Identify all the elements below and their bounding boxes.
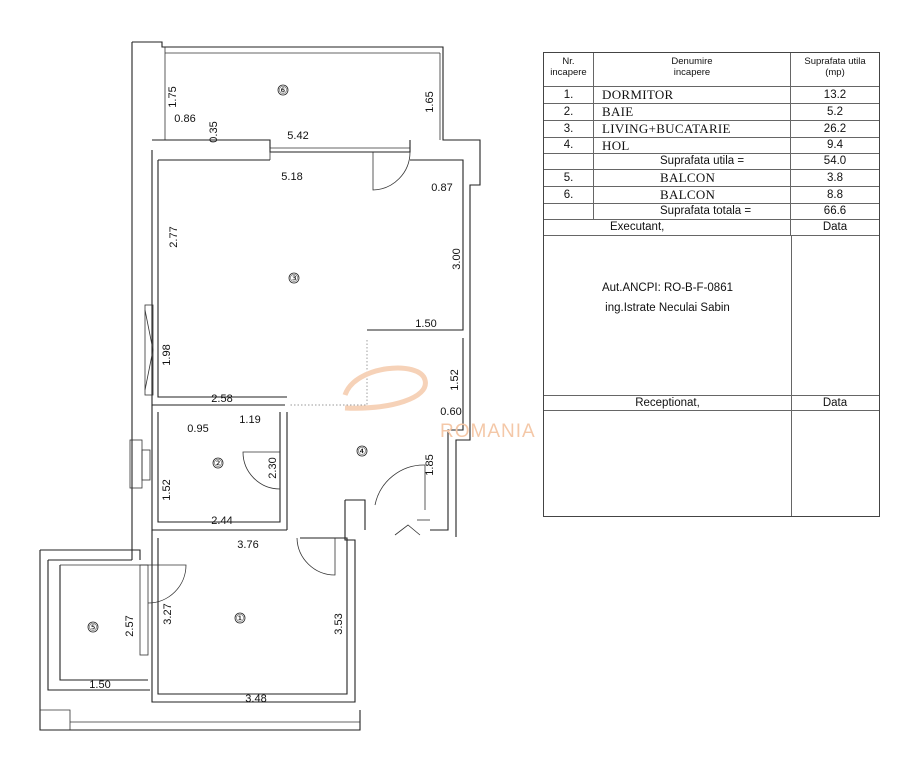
room-marker-3-label: ③ [290, 274, 299, 285]
dim-3-53: 3.53 [333, 613, 345, 634]
room-marker-5-label: ⑤ [89, 623, 98, 634]
row-name: BALCON [594, 187, 791, 203]
room-marker-6: ⑥ [277, 84, 289, 97]
dimension-labels: 1.75 1.65 0.86 0.35 5.42 5.18 0.87 2.77 … [89, 86, 463, 705]
dim-2-44: 2.44 [211, 515, 232, 527]
header-name: Denumire incapere [594, 53, 791, 86]
dim-5-18: 5.18 [281, 171, 302, 183]
dim-3-27: 3.27 [162, 603, 174, 624]
total-label: Suprafata totala = [594, 204, 791, 219]
watermark-text: ROMANIA [440, 421, 536, 442]
dim-1-98: 1.98 [161, 344, 173, 365]
room-marker-6-label: ⑥ [279, 86, 288, 97]
row-area: 9.4 [827, 139, 843, 151]
header-nr: Nr. incapere [544, 53, 594, 86]
dim-0-87: 0.87 [431, 182, 452, 194]
row-name: BALCON [594, 170, 791, 186]
room-marker-2: ② [212, 457, 224, 470]
dim-2-58: 2.58 [211, 393, 232, 405]
dim-1-52-right: 1.52 [449, 369, 461, 390]
table-row: 6. BALCON 8.8 [544, 187, 879, 204]
area-table: Nr. incapere Denumire incapere Suprafata… [543, 52, 880, 517]
table-column-divider [791, 235, 792, 516]
room-marker-4: ④ [356, 445, 368, 458]
executant-label: Executant, [544, 220, 791, 235]
row-name: BAIE [594, 104, 791, 120]
row-nr: 1. [544, 87, 594, 103]
watermark-logo [342, 365, 428, 411]
row-nr: 6. [544, 187, 594, 203]
executant-date-label: Data [822, 221, 848, 233]
receptionat-label: Receptionat, [635, 397, 700, 409]
dim-2-30: 2.30 [267, 457, 279, 478]
table-row: 4. HOL 9.4 [544, 138, 879, 154]
row-nr: 3. [544, 121, 594, 137]
dim-0-86: 0.86 [174, 113, 195, 125]
receptionat-date-label: Data [822, 397, 848, 409]
room-marker-1: ① [234, 612, 246, 625]
row-area: 3.8 [827, 172, 843, 184]
floor-plan-doors [147, 151, 426, 604]
dim-0-95: 0.95 [187, 423, 208, 435]
dim-1-75: 1.75 [167, 86, 179, 107]
table-row: 1. DORMITOR 13.2 [544, 87, 879, 104]
row-nr: 2. [544, 104, 594, 120]
dim-1-65: 1.65 [424, 91, 436, 112]
floor-plan-walls [39, 41, 481, 731]
subtotal-value: 54.0 [823, 155, 847, 167]
row-area: 26.2 [823, 123, 847, 135]
authorization-text: Aut.ANCPI: RO-B-F-0861 [601, 282, 733, 294]
dim-1-52-left: 1.52 [161, 479, 173, 500]
table-row: 3. LIVING+BUCATARIE 26.2 [544, 121, 879, 138]
table-row: 2. BAIE 5.2 [544, 104, 879, 121]
subtotal-label: Suprafata utila = [594, 154, 791, 169]
subtotal-blank [544, 154, 594, 169]
dim-1-50-top: 1.50 [415, 318, 436, 330]
dim-0-60: 0.60 [440, 406, 461, 418]
row-nr: 4. [544, 138, 594, 153]
dim-1-19: 1.19 [239, 414, 260, 426]
table-header-row: Nr. incapere Denumire incapere Suprafata… [544, 53, 879, 87]
receptionat-row: Receptionat, Data [544, 395, 879, 411]
room-marker-5: ⑤ [87, 621, 99, 634]
room-marker-3: ③ [288, 272, 300, 285]
row-name: HOL [594, 138, 791, 153]
engineer-name: ing.Istrate Neculai Sabin [605, 302, 730, 314]
room-marker-1-label: ① [236, 614, 245, 625]
dim-3-48: 3.48 [245, 693, 266, 705]
row-area: 5.2 [827, 106, 843, 118]
row-nr: 5. [544, 170, 594, 186]
table-row: 5. BALCON 3.8 [544, 170, 879, 187]
row-area: 8.8 [827, 189, 843, 201]
room-marker-4-label: ④ [358, 447, 367, 458]
dim-2-57: 2.57 [124, 615, 136, 636]
dim-3-00: 3.00 [451, 248, 463, 269]
total-value: 66.6 [823, 205, 847, 217]
row-area: 13.2 [823, 89, 847, 101]
dim-2-77: 2.77 [168, 226, 180, 247]
dim-1-50-bottom: 1.50 [89, 679, 110, 691]
dim-1-85: 1.85 [424, 454, 436, 475]
dim-3-76: 3.76 [237, 539, 258, 551]
room-marker-2-label: ② [214, 459, 223, 470]
total-row: Suprafata totala = 66.6 [544, 204, 879, 220]
executant-row: Executant, Data [544, 220, 879, 236]
subtotal-row: Suprafata utila = 54.0 [544, 154, 879, 170]
dim-0-35: 0.35 [208, 121, 220, 142]
row-name: LIVING+BUCATARIE [594, 121, 791, 137]
dim-5-42: 5.42 [287, 130, 308, 142]
total-blank [544, 204, 594, 219]
row-name: DORMITOR [594, 87, 791, 103]
header-area: Suprafata utila (mp) [804, 56, 866, 78]
